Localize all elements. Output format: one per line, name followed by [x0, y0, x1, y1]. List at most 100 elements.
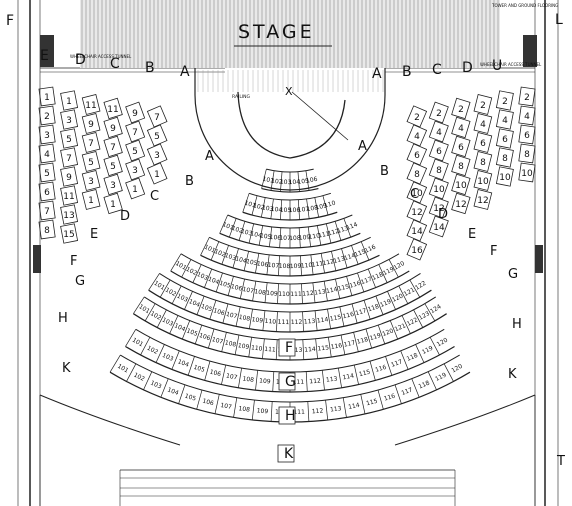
seat-g-115[interactable]: 115 [317, 344, 329, 352]
side-seat-number[interactable]: 7 [88, 139, 94, 149]
seat-g-118[interactable]: 118 [356, 336, 369, 346]
side-seat-number[interactable]: 12 [411, 208, 422, 218]
side-seat-number[interactable]: 6 [414, 151, 420, 161]
side-seat-number[interactable]: 8 [524, 150, 530, 160]
seat-f-111[interactable]: 111 [278, 319, 290, 326]
side-seat-number[interactable]: 11 [107, 105, 118, 115]
seat-c-112[interactable]: 112 [327, 228, 340, 238]
side-seat-number[interactable]: 14 [411, 227, 423, 237]
side-seat-number[interactable]: 6 [480, 139, 486, 149]
seat-h-113[interactable]: 113 [326, 375, 338, 384]
side-seat-number[interactable]: 11 [85, 101, 96, 111]
seat-g-117[interactable]: 117 [343, 339, 356, 348]
seat-f-102[interactable]: 102 [164, 286, 178, 298]
side-seat-number[interactable]: 3 [44, 131, 50, 141]
seat-g-108[interactable]: 108 [224, 339, 237, 348]
seat-e-120[interactable]: 120 [392, 260, 406, 272]
seat-g-102[interactable]: 102 [149, 310, 163, 322]
seat-d-116[interactable]: 116 [364, 244, 377, 255]
side-seat-number[interactable]: 4 [480, 120, 486, 130]
side-seat-number[interactable]: 12 [433, 204, 444, 214]
seat-b-102[interactable]: 102 [252, 202, 265, 211]
seat-k-112[interactable]: 112 [312, 407, 324, 415]
seat-k-111[interactable]: 111 [293, 409, 305, 416]
side-seat-number[interactable]: 3 [66, 116, 72, 126]
seat-e-106[interactable]: 106 [230, 283, 243, 293]
seat-b-107[interactable]: 107 [297, 206, 309, 214]
side-seat-number[interactable]: 1 [44, 93, 50, 103]
side-seat-number[interactable]: 4 [436, 128, 442, 138]
seat-e-116[interactable]: 116 [349, 280, 362, 290]
side-seat-number[interactable]: 7 [44, 207, 50, 217]
seat-d-111[interactable]: 111 [311, 260, 324, 269]
seat-k-118[interactable]: 118 [418, 379, 431, 390]
seat-d-107[interactable]: 107 [267, 262, 279, 270]
seat-f-114[interactable]: 114 [317, 316, 329, 324]
seat-a-103[interactable]: 103 [280, 179, 292, 186]
seat-k-120[interactable]: 120 [450, 363, 464, 375]
seat-b-104[interactable]: 104 [270, 206, 282, 214]
seat-h-118[interactable]: 118 [406, 352, 419, 363]
side-seat-number[interactable]: 7 [154, 113, 160, 123]
seat-k-117[interactable]: 117 [400, 386, 413, 397]
seat-g-123[interactable]: 123 [418, 310, 432, 322]
side-seat-number[interactable]: 4 [458, 124, 464, 134]
seat-k-108[interactable]: 108 [238, 405, 250, 414]
seat-h-120[interactable]: 120 [436, 337, 450, 349]
side-seat-number[interactable]: 5 [154, 132, 160, 142]
side-seat-number[interactable]: 9 [110, 124, 116, 134]
side-seat-number[interactable]: 15 [63, 230, 74, 240]
seat-a-102[interactable]: 102 [271, 178, 283, 186]
seat-h-107[interactable]: 107 [225, 372, 238, 381]
side-seat-number[interactable]: 16 [411, 246, 423, 256]
seat-f-104[interactable]: 104 [188, 298, 201, 309]
seat-h-117[interactable]: 117 [390, 358, 403, 369]
seat-e-112[interactable]: 112 [302, 290, 314, 298]
seat-h-105[interactable]: 105 [193, 364, 206, 374]
seat-k-109[interactable]: 109 [256, 407, 268, 415]
seat-h-109[interactable]: 109 [259, 378, 271, 386]
side-seat-number[interactable]: 8 [458, 162, 464, 172]
seat-e-101[interactable]: 101 [174, 260, 188, 272]
seat-c-106[interactable]: 106 [269, 234, 281, 242]
seat-f-112[interactable]: 112 [291, 319, 303, 326]
seat-h-116[interactable]: 116 [374, 364, 387, 374]
side-seat-number[interactable]: 4 [414, 132, 420, 142]
side-seat-number[interactable]: 14 [433, 223, 445, 233]
side-seat-number[interactable]: 9 [66, 173, 72, 183]
seat-g-103[interactable]: 103 [161, 316, 175, 327]
seat-f-106[interactable]: 106 [212, 307, 225, 317]
seat-f-108[interactable]: 108 [238, 314, 251, 323]
seat-k-116[interactable]: 116 [383, 393, 396, 403]
side-seat-number[interactable]: 8 [480, 158, 486, 168]
seat-c-107[interactable]: 107 [279, 235, 291, 242]
seat-b-108[interactable]: 108 [306, 204, 319, 213]
side-seat-number[interactable]: 1 [88, 196, 94, 206]
side-seat-number[interactable]: 4 [44, 150, 50, 160]
seat-h-119[interactable]: 119 [421, 345, 435, 356]
seat-g-105[interactable]: 105 [185, 327, 198, 338]
seat-h-101[interactable]: 101 [131, 337, 145, 349]
side-seat-number[interactable]: 10 [499, 173, 511, 183]
seat-e-119[interactable]: 119 [382, 266, 396, 277]
seat-c-108[interactable]: 108 [289, 235, 301, 242]
seat-b-110[interactable]: 110 [323, 200, 336, 210]
seat-e-107[interactable]: 107 [242, 286, 255, 295]
seat-f-121[interactable]: 121 [403, 286, 417, 298]
seat-k-102[interactable]: 102 [132, 372, 146, 383]
side-seat-number[interactable]: 6 [458, 143, 464, 153]
side-seat-number[interactable]: 3 [88, 177, 94, 187]
side-seat-number[interactable]: 6 [524, 131, 530, 141]
seat-c-103[interactable]: 103 [240, 228, 253, 238]
seat-k-114[interactable]: 114 [348, 402, 361, 411]
side-seat-number[interactable]: 5 [66, 135, 72, 145]
seat-g-113[interactable]: 113 [291, 347, 303, 354]
side-seat-number[interactable]: 2 [524, 93, 530, 103]
seat-f-103[interactable]: 103 [176, 293, 190, 304]
seat-d-106[interactable]: 106 [256, 260, 269, 269]
seat-k-106[interactable]: 106 [202, 398, 215, 408]
seat-d-103[interactable]: 103 [224, 252, 237, 262]
side-seat-number[interactable]: 1 [132, 185, 138, 195]
seat-g-107[interactable]: 107 [211, 336, 224, 346]
side-seat-number[interactable]: 13 [63, 211, 74, 221]
